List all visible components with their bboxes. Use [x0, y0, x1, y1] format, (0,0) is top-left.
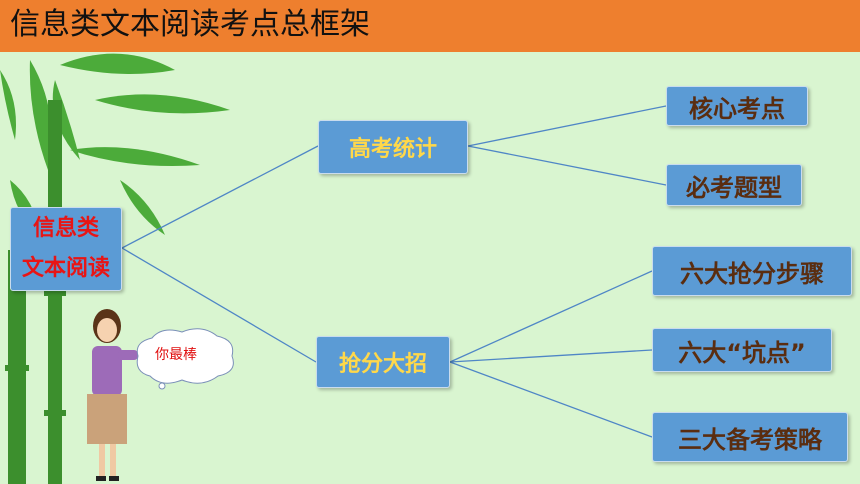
- root-node: 信息类 文本阅读: [10, 207, 122, 291]
- branch-node-tips: 抢分大招: [316, 336, 450, 388]
- leaf-node-core-points: 核心考点: [666, 86, 808, 126]
- branch-label: 抢分大招: [338, 352, 427, 377]
- leaf-label: 三大备考策略: [678, 425, 822, 454]
- branch-label: 高考统计: [348, 137, 437, 162]
- title-bar: 信息类文本阅读考点总框架: [0, 0, 860, 52]
- connector-root-to-tips: [121, 247, 317, 363]
- speech-bubble: [136, 328, 234, 390]
- teacher-illustration: [87, 309, 138, 481]
- leaf-label: 六大抢分步骤: [680, 259, 824, 288]
- leaf-label: 核心考点: [689, 94, 785, 123]
- leaf-node-strategies: 三大备考策略: [652, 412, 848, 462]
- connector-root-to-stats: [121, 145, 319, 249]
- connector-tips-to-strategies: [449, 361, 653, 438]
- connector-tips-to-pitfalls: [449, 349, 653, 363]
- leaf-node-scoring-steps: 六大抢分步骤: [652, 246, 852, 296]
- connector-tips-to-steps: [449, 270, 653, 363]
- root-line-1: 信息类: [32, 216, 99, 241]
- leaf-node-question-types: 必考题型: [666, 164, 802, 206]
- speech-bubble-text: 你最棒: [155, 347, 197, 363]
- branch-node-stats: 高考统计: [318, 120, 468, 174]
- connector-stats-to-core: [467, 105, 667, 147]
- leaf-label: 必考题型: [686, 173, 782, 202]
- connector-stats-to-types: [467, 145, 667, 186]
- leaf-label: 六大“坑点”: [678, 338, 806, 367]
- leaf-node-pitfalls: 六大“坑点”: [652, 328, 832, 372]
- slide-title: 信息类文本阅读考点总框架: [10, 7, 370, 42]
- root-line-2: 文本阅读: [21, 256, 110, 281]
